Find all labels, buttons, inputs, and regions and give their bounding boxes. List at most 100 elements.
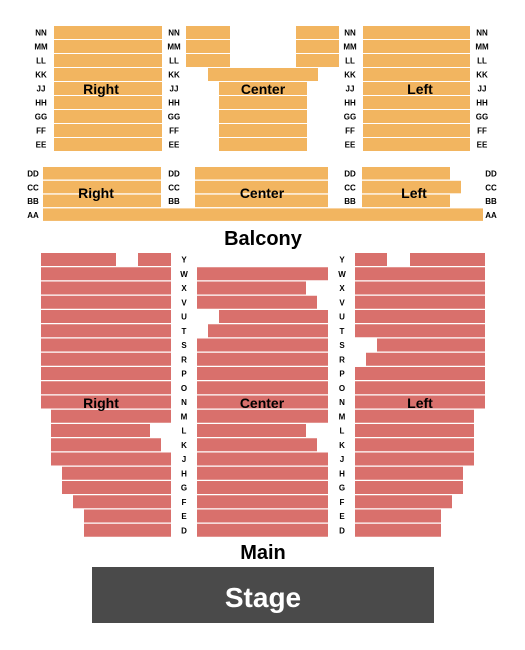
balcony-upper-right-row[interactable] — [54, 68, 162, 81]
main-right-row[interactable] — [51, 424, 150, 437]
main-right-row[interactable] — [41, 295, 171, 309]
main-center-row[interactable] — [197, 424, 306, 437]
balcony-lower-center-row[interactable] — [195, 194, 328, 208]
main-right-row[interactable] — [41, 310, 171, 323]
main-left-row[interactable] — [355, 295, 485, 309]
main-right-row[interactable] — [41, 267, 171, 281]
balcony-upper-center-row[interactable] — [186, 54, 230, 67]
main-center-row[interactable] — [197, 438, 317, 452]
main-left-row[interactable] — [355, 253, 387, 266]
balcony-upper-right-row[interactable] — [54, 40, 162, 53]
main-right-row[interactable] — [41, 352, 171, 366]
main-right-row[interactable] — [41, 338, 171, 352]
main-center-row[interactable] — [197, 338, 328, 352]
main-center-row[interactable] — [197, 395, 328, 409]
balcony-upper-center-row[interactable] — [219, 82, 307, 95]
main-left-row[interactable] — [355, 381, 485, 395]
main-left-row[interactable] — [355, 310, 485, 323]
balcony-upper-left-row[interactable] — [363, 68, 470, 81]
main-left-row[interactable] — [355, 509, 441, 523]
balcony-upper-center-row[interactable] — [208, 68, 318, 81]
main-right-row[interactable] — [62, 481, 171, 494]
main-right-row[interactable] — [41, 253, 116, 266]
balcony-upper-center-row[interactable] — [219, 110, 307, 123]
balcony-upper-left-row[interactable] — [363, 26, 470, 39]
main-left-row[interactable] — [355, 424, 474, 437]
main-center-row[interactable] — [197, 452, 328, 466]
balcony-upper-left-row[interactable] — [363, 54, 470, 67]
main-left-row[interactable] — [355, 466, 463, 480]
main-right-row[interactable] — [138, 253, 171, 266]
balcony-upper-left-row[interactable] — [363, 40, 470, 53]
balcony-lower-center-row[interactable] — [195, 167, 328, 180]
main-center-row[interactable] — [197, 381, 328, 395]
main-left-row[interactable] — [366, 352, 485, 366]
main-left-row[interactable] — [355, 452, 474, 466]
main-right-row[interactable] — [41, 324, 171, 338]
main-left-row[interactable] — [355, 395, 485, 409]
main-right-row[interactable] — [41, 395, 171, 409]
balcony-upper-left-row[interactable] — [363, 96, 470, 109]
balcony-lower-left-row[interactable] — [362, 194, 450, 208]
balcony-lower-left-row[interactable] — [362, 180, 461, 194]
main-right-row[interactable] — [41, 381, 171, 395]
balcony-upper-right-row[interactable] — [54, 82, 162, 95]
main-right-row[interactable] — [73, 495, 171, 509]
balcony-upper-center-row[interactable] — [186, 40, 230, 53]
main-right-row[interactable] — [41, 281, 171, 295]
main-right-row[interactable] — [41, 367, 171, 380]
main-right-row[interactable] — [84, 509, 171, 523]
balcony-lower-left-row[interactable] — [362, 167, 450, 180]
balcony-upper-center-row[interactable] — [296, 26, 339, 39]
balcony-upper-center-row[interactable] — [296, 54, 339, 67]
main-left-row[interactable] — [410, 253, 485, 266]
balcony-upper-center-row[interactable] — [219, 138, 307, 151]
balcony-lower-row-aa[interactable] — [43, 208, 483, 221]
balcony-lower-right-row[interactable] — [43, 194, 161, 208]
main-right-row[interactable] — [51, 409, 171, 423]
balcony-upper-center-row[interactable] — [219, 96, 307, 109]
balcony-upper-right-row[interactable] — [54, 54, 162, 67]
main-center-row[interactable] — [197, 523, 328, 537]
main-center-row[interactable] — [197, 295, 317, 309]
balcony-upper-left-row[interactable] — [363, 124, 470, 137]
main-center-row[interactable] — [197, 267, 328, 281]
main-left-row[interactable] — [355, 324, 485, 338]
main-right-row[interactable] — [51, 452, 171, 466]
main-left-row[interactable] — [355, 409, 474, 423]
main-center-row[interactable] — [197, 409, 328, 423]
balcony-upper-right-row[interactable] — [54, 96, 162, 109]
balcony-upper-right-row[interactable] — [54, 26, 162, 39]
main-center-row[interactable] — [219, 310, 328, 323]
main-left-row[interactable] — [355, 495, 452, 509]
main-left-row[interactable] — [377, 338, 485, 352]
main-center-row[interactable] — [197, 352, 328, 366]
main-center-row[interactable] — [197, 481, 328, 494]
main-center-row[interactable] — [197, 509, 328, 523]
balcony-upper-left-row[interactable] — [363, 82, 470, 95]
balcony-upper-center-row[interactable] — [296, 40, 339, 53]
main-left-row[interactable] — [355, 438, 474, 452]
main-center-row[interactable] — [208, 324, 328, 338]
main-left-row[interactable] — [355, 367, 485, 380]
balcony-lower-right-row[interactable] — [43, 180, 161, 194]
balcony-upper-right-row[interactable] — [54, 138, 162, 151]
main-center-row[interactable] — [197, 466, 328, 480]
balcony-lower-right-row[interactable] — [43, 167, 161, 180]
main-left-row[interactable] — [355, 523, 441, 537]
balcony-upper-right-row[interactable] — [54, 110, 162, 123]
balcony-upper-center-row[interactable] — [186, 26, 230, 39]
balcony-upper-left-row[interactable] — [363, 138, 470, 151]
main-left-row[interactable] — [355, 281, 485, 295]
main-center-row[interactable] — [197, 367, 328, 380]
main-center-row[interactable] — [197, 281, 306, 295]
main-left-row[interactable] — [355, 267, 485, 281]
main-right-row[interactable] — [51, 438, 161, 452]
balcony-upper-right-row[interactable] — [54, 124, 162, 137]
main-right-row[interactable] — [84, 523, 171, 537]
balcony-upper-left-row[interactable] — [363, 110, 470, 123]
balcony-lower-center-row[interactable] — [195, 180, 328, 194]
main-right-row[interactable] — [62, 466, 171, 480]
balcony-upper-center-row[interactable] — [219, 124, 307, 137]
main-left-row[interactable] — [355, 481, 463, 494]
